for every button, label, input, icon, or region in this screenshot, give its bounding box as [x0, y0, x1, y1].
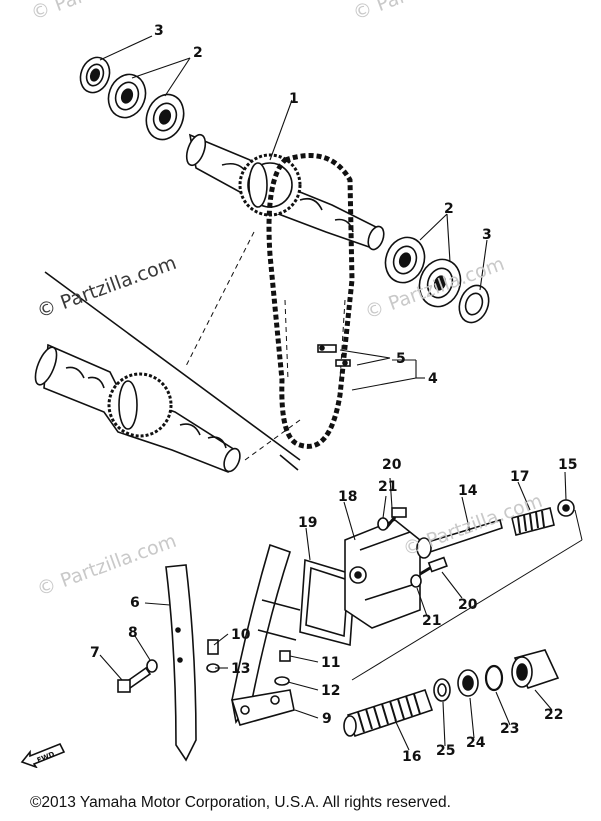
guide-bolt-10[interactable] — [207, 639, 219, 655]
plug-22[interactable] — [511, 649, 560, 689]
tensioner-rod[interactable] — [416, 518, 503, 559]
bearing-upper-left-1[interactable] — [103, 69, 152, 123]
spring-16[interactable] — [343, 688, 434, 738]
bearing-upper-right-1[interactable] — [379, 232, 430, 288]
cap-15[interactable] — [557, 499, 575, 517]
callout-13[interactable]: 13 — [231, 661, 251, 677]
callout-16[interactable]: 16 — [402, 749, 422, 765]
o-ring-23[interactable] — [484, 664, 504, 692]
callout-6[interactable]: 6 — [130, 595, 140, 611]
reference-dotted-leaders — [184, 231, 301, 461]
callout-21[interactable]: 21 — [422, 613, 442, 629]
callout-24[interactable]: 24 — [466, 735, 486, 751]
callout-19[interactable]: 19 — [298, 515, 318, 531]
camshaft-alternate[interactable] — [31, 343, 243, 474]
tensioner-spring-17[interactable] — [511, 507, 555, 536]
leader-frame-15-16 — [351, 509, 583, 681]
leader-lines — [99, 35, 567, 751]
chain-guide-lines — [284, 299, 346, 381]
bush-24[interactable] — [457, 669, 479, 697]
guide-bolt-11[interactable] — [279, 650, 291, 662]
washer-25[interactable] — [433, 678, 451, 702]
tensioner-guide-9[interactable] — [230, 543, 301, 726]
callout-23[interactable]: 23 — [500, 721, 520, 737]
oil-seal-upper-left[interactable] — [76, 53, 115, 96]
callout-7[interactable]: 7 — [90, 645, 100, 661]
callout-3[interactable]: 3 — [482, 227, 492, 243]
callout-25[interactable]: 25 — [436, 743, 456, 759]
bolt-20-lower[interactable] — [419, 556, 448, 576]
callout-22[interactable]: 22 — [544, 707, 564, 723]
frame-lines — [44, 271, 301, 471]
callout-15[interactable]: 15 — [558, 457, 578, 473]
callout-2[interactable]: 2 — [444, 201, 454, 217]
washer-21-upper[interactable] — [377, 517, 389, 531]
washer-12[interactable] — [274, 676, 290, 686]
camshaft-with-sprocket[interactable] — [183, 132, 387, 251]
joint-link[interactable] — [317, 344, 351, 367]
callout-5[interactable]: 5 — [396, 351, 406, 367]
callout-12[interactable]: 12 — [321, 683, 341, 699]
callout-14[interactable]: 14 — [458, 483, 478, 499]
callout-21[interactable]: 21 — [378, 479, 398, 495]
callout-9[interactable]: 9 — [322, 711, 332, 727]
callout-20[interactable]: 20 — [382, 457, 402, 473]
copyright-footer: ©2013 Yamaha Motor Corporation, U.S.A. A… — [30, 794, 451, 811]
callout-3[interactable]: 3 — [154, 23, 164, 39]
callout-8[interactable]: 8 — [128, 625, 138, 641]
bearing-upper-left-2[interactable] — [140, 89, 190, 145]
callout-2[interactable]: 2 — [193, 45, 203, 61]
callout-17[interactable]: 17 — [510, 469, 530, 485]
bearing-upper-right-2[interactable] — [413, 254, 467, 313]
bolt-7[interactable] — [117, 666, 152, 693]
chain-guide-6[interactable] — [165, 564, 197, 762]
washer-8[interactable] — [146, 659, 158, 673]
callout-18[interactable]: 18 — [338, 489, 358, 505]
callout-11[interactable]: 11 — [321, 655, 341, 671]
cam-chain[interactable] — [266, 153, 355, 449]
callout-4[interactable]: 4 — [428, 371, 438, 387]
callout-1[interactable]: 1 — [289, 91, 299, 107]
fwd-arrow-icon: FWD — [20, 742, 66, 768]
tensioner-gasket[interactable] — [299, 558, 356, 647]
callout-20[interactable]: 20 — [458, 597, 478, 613]
callout-10[interactable]: 10 — [231, 627, 251, 643]
tensioner-case[interactable] — [344, 519, 421, 629]
washer-21-lower[interactable] — [410, 574, 422, 588]
